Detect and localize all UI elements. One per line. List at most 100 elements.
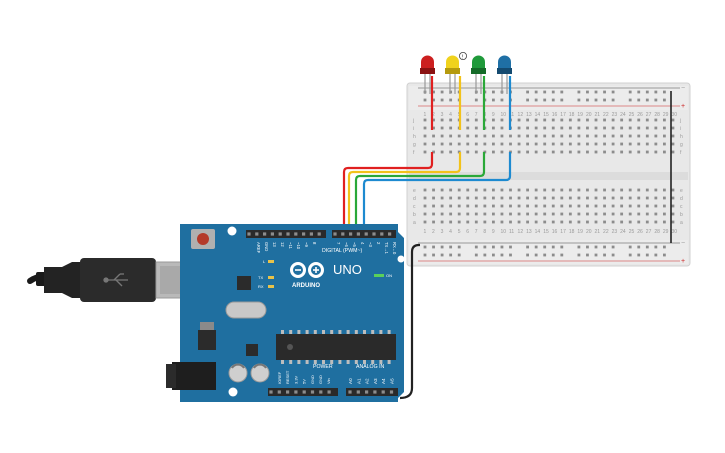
breadboard-hole[interactable] <box>423 188 427 192</box>
breadboard-hole[interactable] <box>611 118 615 122</box>
breadboard-hole[interactable] <box>543 126 547 130</box>
breadboard[interactable]: + − − + 11223344556677889910101111121213… <box>406 82 691 267</box>
breadboard-hole[interactable] <box>654 188 658 192</box>
breadboard-hole[interactable] <box>526 196 529 200</box>
breadboard-hole[interactable] <box>654 212 658 216</box>
breadboard-hole[interactable] <box>509 196 512 200</box>
breadboard-hole[interactable] <box>611 212 615 216</box>
header-pin[interactable] <box>294 390 298 394</box>
breadboard-hole[interactable] <box>611 196 615 200</box>
breadboard-hole[interactable] <box>654 220 658 224</box>
breadboard-hole[interactable] <box>466 142 470 146</box>
breadboard-hole[interactable] <box>586 220 589 224</box>
breadboard-hole[interactable] <box>449 220 453 224</box>
breadboard-hole[interactable] <box>560 212 564 216</box>
breadboard-hole[interactable] <box>620 204 624 208</box>
breadboard-hole[interactable] <box>611 142 615 146</box>
breadboard-hole[interactable] <box>440 212 444 216</box>
breadboard-hole[interactable] <box>551 142 555 146</box>
header-pin[interactable] <box>388 232 392 236</box>
green-wire[interactable] <box>354 152 486 230</box>
usb-cable[interactable] <box>27 258 197 302</box>
header-pin[interactable] <box>263 232 267 236</box>
rail-hole[interactable] <box>474 245 478 249</box>
breadboard-hole[interactable] <box>432 212 435 216</box>
breadboard-hole[interactable] <box>637 118 641 122</box>
breadboard-hole[interactable] <box>500 188 504 192</box>
header-pin[interactable] <box>302 232 306 236</box>
header-pin[interactable] <box>319 390 323 394</box>
breadboard-hole[interactable] <box>654 126 658 130</box>
rail-hole[interactable] <box>654 253 658 257</box>
rail-hole[interactable] <box>577 98 581 102</box>
rail-hole[interactable] <box>645 98 649 102</box>
breadboard-hole[interactable] <box>645 150 649 154</box>
breadboard-hole[interactable] <box>543 142 547 146</box>
breadboard-hole[interactable] <box>594 134 598 138</box>
breadboard-hole[interactable] <box>466 220 470 224</box>
rail-hole[interactable] <box>432 245 435 249</box>
breadboard-hole[interactable] <box>620 220 624 224</box>
breadboard-hole[interactable] <box>492 142 495 146</box>
rail-hole[interactable] <box>586 98 589 102</box>
breadboard-hole[interactable] <box>577 150 581 154</box>
breadboard-hole[interactable] <box>474 196 478 200</box>
header-pin[interactable] <box>270 232 274 236</box>
rail-hole[interactable] <box>483 253 487 257</box>
breadboard-hole[interactable] <box>509 188 512 192</box>
breadboard-hole[interactable] <box>543 134 547 138</box>
breadboard-hole[interactable] <box>492 134 495 138</box>
breadboard-hole[interactable] <box>517 134 521 138</box>
breadboard-hole[interactable] <box>645 220 649 224</box>
rail-hole[interactable] <box>526 253 529 257</box>
breadboard-hole[interactable] <box>517 204 521 208</box>
breadboard-hole[interactable] <box>654 150 658 154</box>
breadboard-hole[interactable] <box>534 196 538 200</box>
breadboard-hole[interactable] <box>449 134 453 138</box>
breadboard-hole[interactable] <box>594 188 598 192</box>
breadboard-hole[interactable] <box>423 150 427 154</box>
breadboard-hole[interactable] <box>551 196 555 200</box>
rail-hole[interactable] <box>543 245 547 249</box>
breadboard-hole[interactable] <box>457 220 461 224</box>
breadboard-hole[interactable] <box>568 196 572 200</box>
blue-led[interactable] <box>497 55 512 95</box>
breadboard-hole[interactable] <box>594 212 598 216</box>
breadboard-hole[interactable] <box>551 118 555 122</box>
breadboard-hole[interactable] <box>466 204 470 208</box>
breadboard-hole[interactable] <box>611 150 615 154</box>
breadboard-hole[interactable] <box>457 188 461 192</box>
rail-hole[interactable] <box>663 90 666 94</box>
breadboard-hole[interactable] <box>466 188 470 192</box>
rail-hole[interactable] <box>628 245 632 249</box>
breadboard-hole[interactable] <box>654 204 658 208</box>
breadboard-hole[interactable] <box>628 118 632 122</box>
rail-hole[interactable] <box>551 90 555 94</box>
breadboard-hole[interactable] <box>663 118 666 122</box>
rail-hole[interactable] <box>594 98 598 102</box>
rail-hole[interactable] <box>611 253 615 257</box>
ground-wire[interactable] <box>399 243 421 400</box>
breadboard-hole[interactable] <box>432 204 435 208</box>
breadboard-hole[interactable] <box>440 150 444 154</box>
breadboard-hole[interactable] <box>645 142 649 146</box>
breadboard-hole[interactable] <box>560 142 564 146</box>
yellow-led[interactable] <box>445 55 460 95</box>
breadboard-hole[interactable] <box>517 188 521 192</box>
breadboard-hole[interactable] <box>603 188 606 192</box>
breadboard-hole[interactable] <box>500 134 504 138</box>
breadboard-hole[interactable] <box>663 142 666 146</box>
breadboard-hole[interactable] <box>492 118 495 122</box>
breadboard-hole[interactable] <box>423 118 427 122</box>
rail-hole[interactable] <box>586 245 589 249</box>
rail-hole[interactable] <box>534 253 538 257</box>
breadboard-hole[interactable] <box>466 134 470 138</box>
breadboard-hole[interactable] <box>663 204 666 208</box>
header-pin[interactable] <box>294 232 298 236</box>
breadboard-hole[interactable] <box>586 134 589 138</box>
header-pin[interactable] <box>380 232 384 236</box>
breadboard-hole[interactable] <box>432 134 435 138</box>
breadboard-hole[interactable] <box>645 204 649 208</box>
rail-hole[interactable] <box>637 245 641 249</box>
